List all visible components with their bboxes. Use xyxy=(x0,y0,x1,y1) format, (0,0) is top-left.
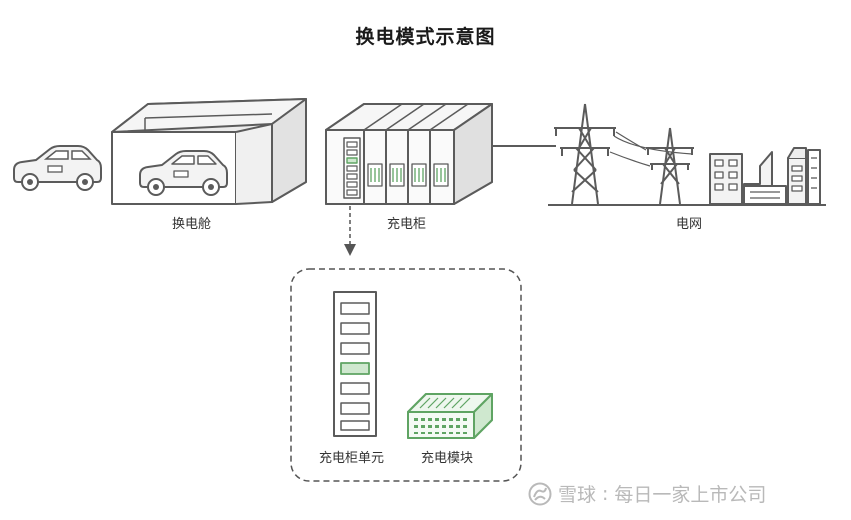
watermark-brand: 雪球 xyxy=(558,484,597,506)
label-grid: 电网 xyxy=(676,217,703,232)
label-charging-cabinet: 充电柜 xyxy=(387,217,427,232)
watermark-separator: : xyxy=(602,482,609,505)
label-swap-cabin: 换电舱 xyxy=(172,217,212,232)
watermark-account: 每日一家上市公司 xyxy=(614,484,767,506)
charging-cabinet-icon xyxy=(325,103,493,205)
swap-cabin-icon xyxy=(111,98,307,205)
car-outside-icon xyxy=(13,145,102,191)
xueqiu-logo-icon xyxy=(528,482,552,505)
charging-module-icon xyxy=(407,393,493,439)
power-tower-icon xyxy=(554,103,694,205)
cabinet-unit-icon xyxy=(333,291,377,437)
detail-box xyxy=(290,268,522,482)
diagram-title: 换电模式示意图 xyxy=(355,26,496,48)
city-buildings-icon xyxy=(709,147,821,205)
label-charging-module: 充电模块 xyxy=(421,451,474,466)
watermark: 雪球 : 每日一家上市公司 xyxy=(528,480,766,507)
label-cabinet-unit: 充电柜单元 xyxy=(319,451,385,466)
